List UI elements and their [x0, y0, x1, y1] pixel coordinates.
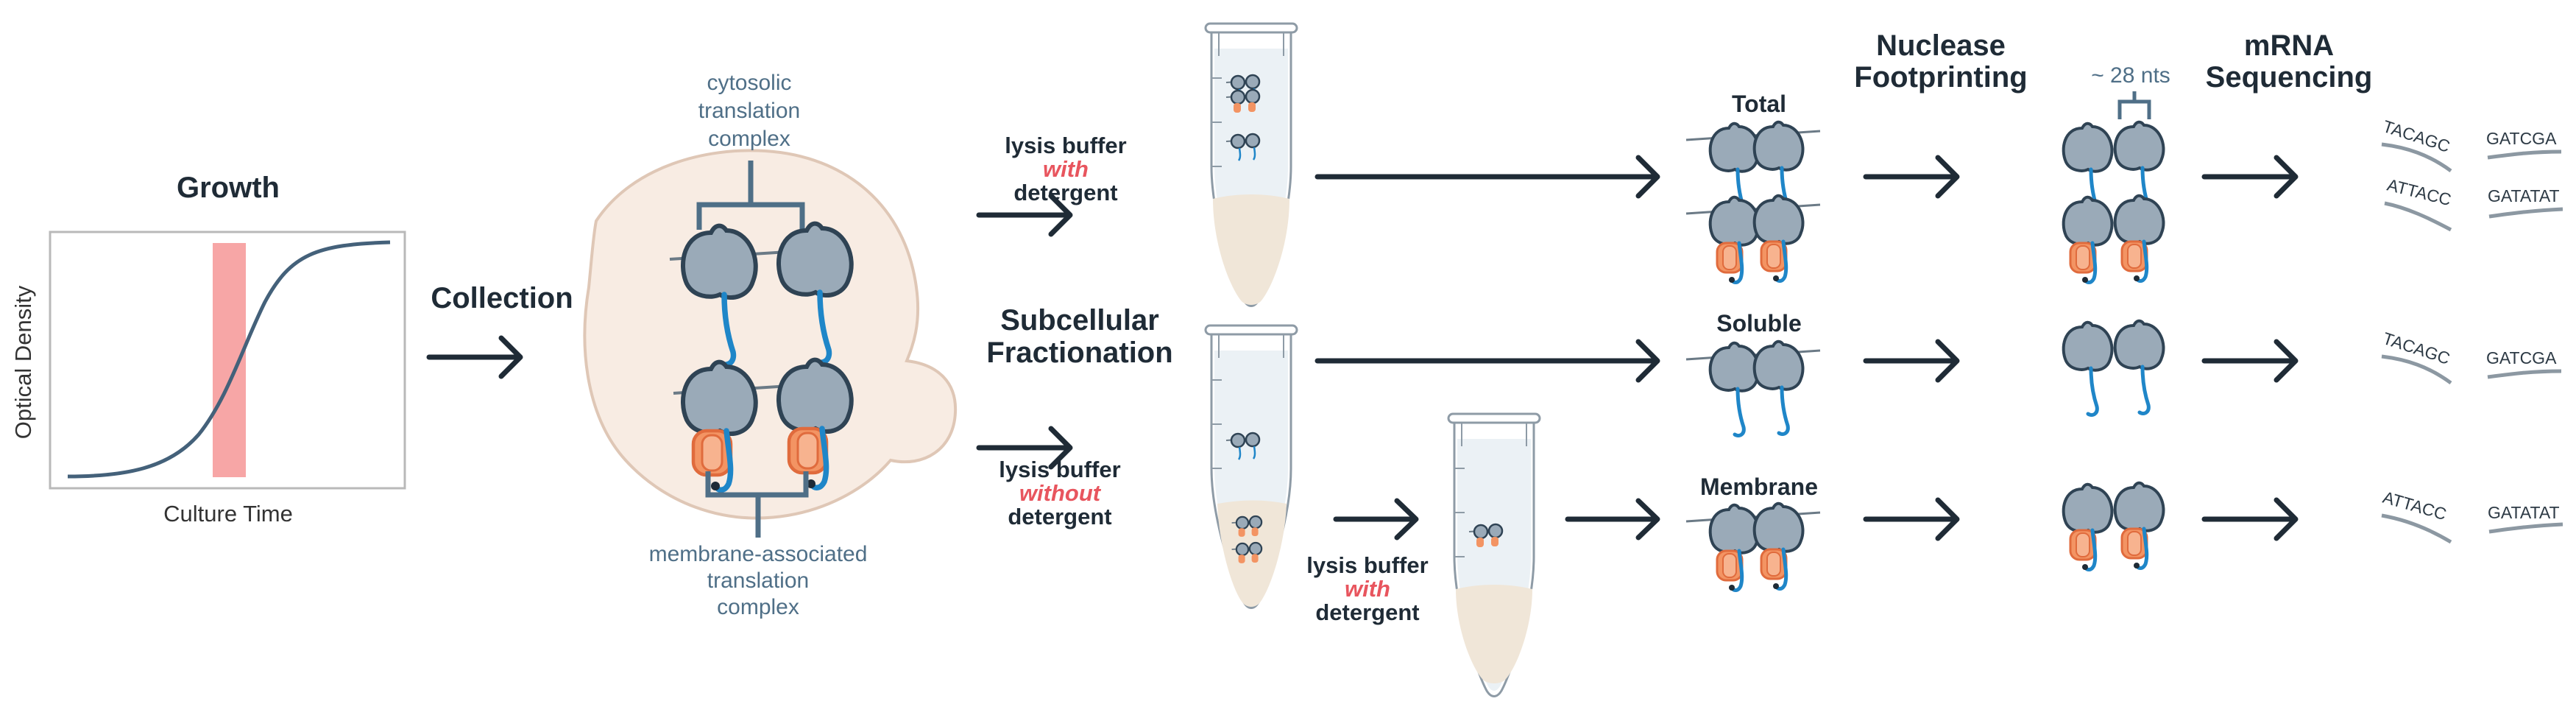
cytosolic-label-line1: cytosolic	[707, 71, 791, 95]
seq-arrow-soluble	[2204, 342, 2296, 380]
fraction-total-label: Total	[1732, 91, 1786, 117]
read-total-4: GATATAT	[2488, 186, 2560, 205]
tube-fractionated	[1204, 324, 1298, 609]
lysis-bottom-line3: detergent	[1315, 599, 1419, 625]
lysis-bottom-line2: with	[1345, 576, 1390, 602]
reads-soluble: TACAGC GATCGA	[2380, 328, 2562, 385]
collection-heading: Collection	[431, 282, 573, 314]
growth-heading: Growth	[177, 172, 280, 204]
footprint-membrane	[2064, 483, 2164, 570]
seq-arrow-membrane	[2204, 500, 2296, 538]
membrane-label-line3: complex	[717, 595, 799, 619]
total-ribosomes	[1686, 122, 1820, 283]
fraction-soluble-label: Soluble	[1716, 310, 1802, 337]
cytosolic-bracket	[696, 161, 805, 230]
read-soluble-1: TACAGC	[2380, 328, 2452, 368]
cytosolic-label-line2: translation	[698, 99, 800, 123]
nuclease-heading-line2: Footprinting	[1854, 61, 2027, 94]
arrow-to-second-lysis	[1333, 498, 1419, 541]
arrow-to-total	[1314, 155, 1660, 199]
lysis-middle-line2: without	[1019, 480, 1102, 506]
tube-membrane	[1447, 412, 1541, 697]
mrna-heading-line2: Sequencing	[2206, 61, 2373, 94]
footprint-size-label: ~ 28 nts	[2091, 63, 2170, 88]
cytosolic-ribosomes	[669, 224, 852, 365]
membrane-label-line1: membrane-associated	[649, 542, 868, 566]
growth-curve	[67, 240, 391, 479]
footprint-soluble	[2064, 321, 2164, 415]
read-membrane-2: GATATAT	[2488, 503, 2560, 522]
lysis-top-line1: lysis buffer	[1005, 133, 1126, 158]
read-total-2: GATCGA	[2486, 129, 2557, 148]
x-axis-label: Culture Time	[163, 501, 293, 527]
subcellular-heading-line1: Subcellular	[1000, 304, 1159, 337]
lysis-top-line3: detergent	[1013, 180, 1117, 205]
membrane-ribosomes	[673, 360, 852, 490]
read-soluble-2: GATCGA	[2486, 348, 2557, 367]
y-axis-label: Optical Density	[10, 285, 36, 439]
cytosolic-label-line3: complex	[708, 127, 790, 151]
membrane-fraction-ribosomes	[1686, 504, 1820, 591]
tube-total	[1204, 22, 1298, 307]
growth-plot	[49, 230, 406, 490]
footprint-total	[2064, 122, 2164, 283]
fraction-membrane-label: Membrane	[1700, 474, 1818, 500]
nuclease-heading-line1: Nuclease	[1876, 29, 2006, 62]
reads-membrane: ATTACC GATATAT	[2381, 488, 2563, 544]
arrow-to-membrane	[1565, 498, 1660, 541]
collection-arrow	[429, 338, 520, 376]
lysis-middle-line3: detergent	[1008, 504, 1111, 529]
membrane-label-line2: translation	[707, 569, 809, 593]
reads-total: TACAGC GATCGA ATTACC GATATAT	[2380, 116, 2563, 232]
membrane-bracket	[705, 471, 809, 538]
nuclease-arrow-total	[1866, 158, 1957, 196]
mrna-heading-line1: mRNA	[2244, 29, 2334, 62]
nuclease-arrow-membrane	[1866, 500, 1957, 538]
soluble-ribosomes	[1686, 342, 1820, 436]
cell	[583, 149, 958, 520]
footprint-size-bracket	[2117, 91, 2151, 119]
nuclease-arrow-soluble	[1866, 342, 1957, 380]
lysis-bottom-line1: lysis buffer	[1306, 552, 1428, 578]
read-total-1: TACAGC	[2380, 116, 2452, 156]
arrow-to-soluble	[1314, 339, 1660, 383]
seq-arrow-total	[2204, 158, 2296, 196]
subcellular-heading-line2: Fractionation	[986, 337, 1172, 369]
lysis-top-line2: with	[1043, 156, 1089, 182]
lysis-middle-line1: lysis buffer	[999, 457, 1120, 482]
